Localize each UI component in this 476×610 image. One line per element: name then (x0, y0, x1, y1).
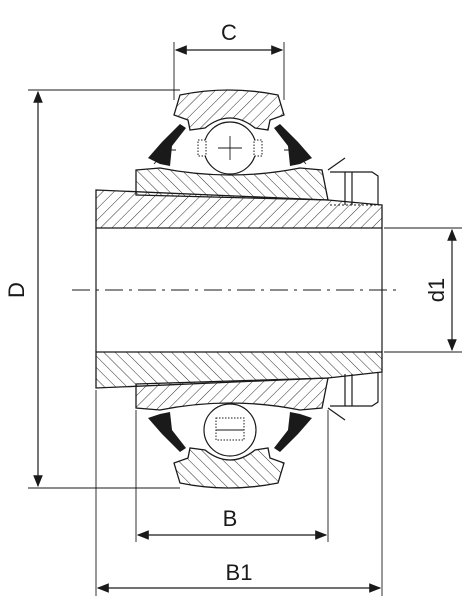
dimension-label-b: B (223, 506, 238, 531)
bottom-half-section (95, 351, 383, 489)
locking-collar-bottom (327, 372, 379, 421)
ball-bottom (203, 403, 257, 457)
dimension-label-b1: B1 (226, 560, 253, 585)
inner-ring-top (135, 167, 329, 201)
dimension-label-d: D (4, 282, 29, 298)
adapter-sleeve-top (95, 189, 383, 229)
cage-right-top (253, 139, 263, 157)
dimension-b: B (135, 410, 329, 542)
inner-ring-bottom (135, 377, 329, 411)
dimension-label-c: C (221, 20, 237, 45)
seal-left-top (148, 124, 186, 166)
top-half-section (95, 89, 383, 229)
adapter-sleeve-bottom (95, 351, 383, 389)
bore-region (72, 228, 400, 352)
outer-ring-top (173, 89, 285, 131)
dimension-d1: d1 (384, 227, 462, 353)
dimension-d: D (4, 89, 180, 489)
outer-ring-bottom (173, 447, 285, 489)
dimension-label-d1: d1 (424, 278, 449, 302)
locking-collar-top (327, 157, 379, 205)
cage-left-top (197, 139, 207, 157)
seal-left-bottom (148, 412, 186, 452)
seal-right-top (274, 124, 312, 166)
dimension-b1: B1 (95, 372, 383, 596)
seal-right-bottom (274, 412, 312, 452)
dimension-c: C (173, 20, 285, 100)
cage-bottom (215, 417, 245, 441)
